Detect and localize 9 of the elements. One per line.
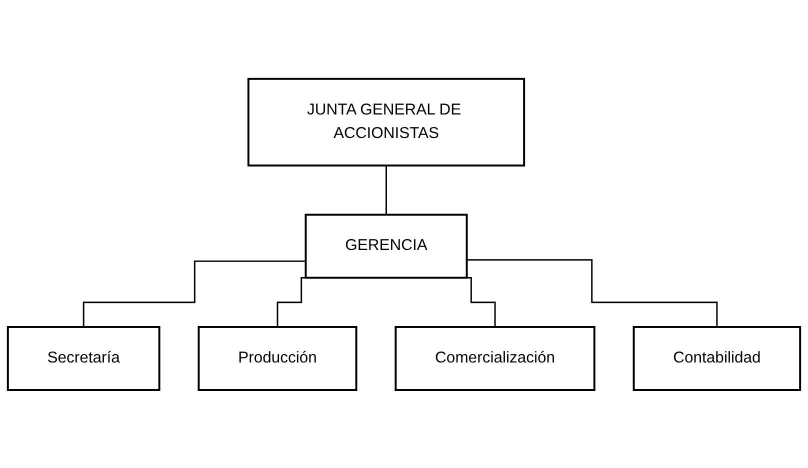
connector	[466, 258, 718, 328]
node-box: Contabilidad	[632, 326, 802, 391]
node-box: Producción	[198, 326, 358, 391]
node-box: Secretaría	[6, 326, 160, 391]
connector	[386, 164, 387, 216]
node-box: JUNTA GENERAL DE ACCIONISTAS	[247, 77, 526, 166]
node-box: GERENCIA	[304, 213, 468, 278]
node-box: Comercialización	[394, 326, 596, 391]
connector	[82, 260, 306, 328]
